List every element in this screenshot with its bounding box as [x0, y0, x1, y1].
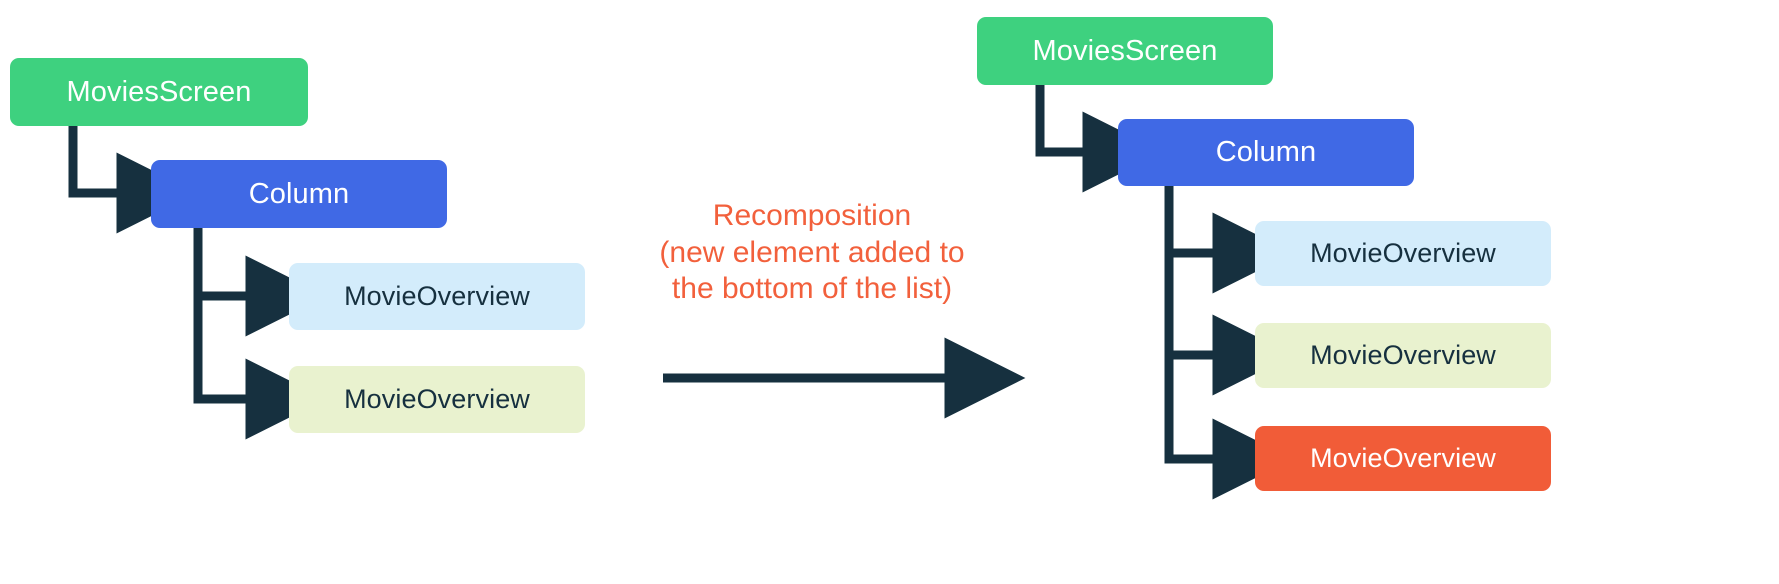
before-node-movie-overview-2-label: MovieOverview	[344, 384, 530, 414]
after-node-movie-overview-2-label: MovieOverview	[1310, 340, 1496, 370]
after-node-movie-overview-3[interactable]: MovieOverview	[1255, 426, 1551, 491]
before-connector-column-to-overview-1	[193, 228, 327, 337]
after-node-column-label: Column	[1215, 136, 1317, 168]
after-connector-screen-to-column	[1035, 85, 1164, 193]
before-node-column[interactable]: Column	[151, 160, 447, 228]
before-node-movies-screen-label: MoviesScreen	[66, 75, 252, 108]
after-connector-column-to-overview-2	[1164, 253, 1294, 396]
before-connector-screen-to-column	[68, 126, 198, 234]
after-node-movies-screen[interactable]: MoviesScreen	[977, 17, 1273, 85]
before-node-movies-screen[interactable]: MoviesScreen	[10, 58, 308, 126]
after-node-movie-overview-1-label: MovieOverview	[1310, 238, 1496, 268]
before-node-movie-overview-2[interactable]: MovieOverview	[289, 366, 585, 433]
after-node-movie-overview-2[interactable]: MovieOverview	[1255, 323, 1551, 388]
before-node-column-label: Column	[248, 177, 350, 210]
after-node-column[interactable]: Column	[1118, 119, 1414, 186]
transition-caption: Recomposition (new element added to the …	[659, 199, 965, 306]
after-node-movies-screen-label: MoviesScreen	[1032, 34, 1218, 67]
after-node-movie-overview-1[interactable]: MovieOverview	[1255, 221, 1551, 286]
after-connector-column-to-overview-1	[1164, 186, 1294, 294]
after-node-movie-overview-3-label: MovieOverview	[1310, 443, 1496, 473]
after-connector-column-to-overview-3	[1164, 355, 1294, 500]
before-node-movie-overview-1-label: MovieOverview	[344, 281, 530, 311]
before-connector-column-to-overview-2	[193, 296, 327, 440]
before-node-movie-overview-1[interactable]: MovieOverview	[289, 263, 585, 330]
